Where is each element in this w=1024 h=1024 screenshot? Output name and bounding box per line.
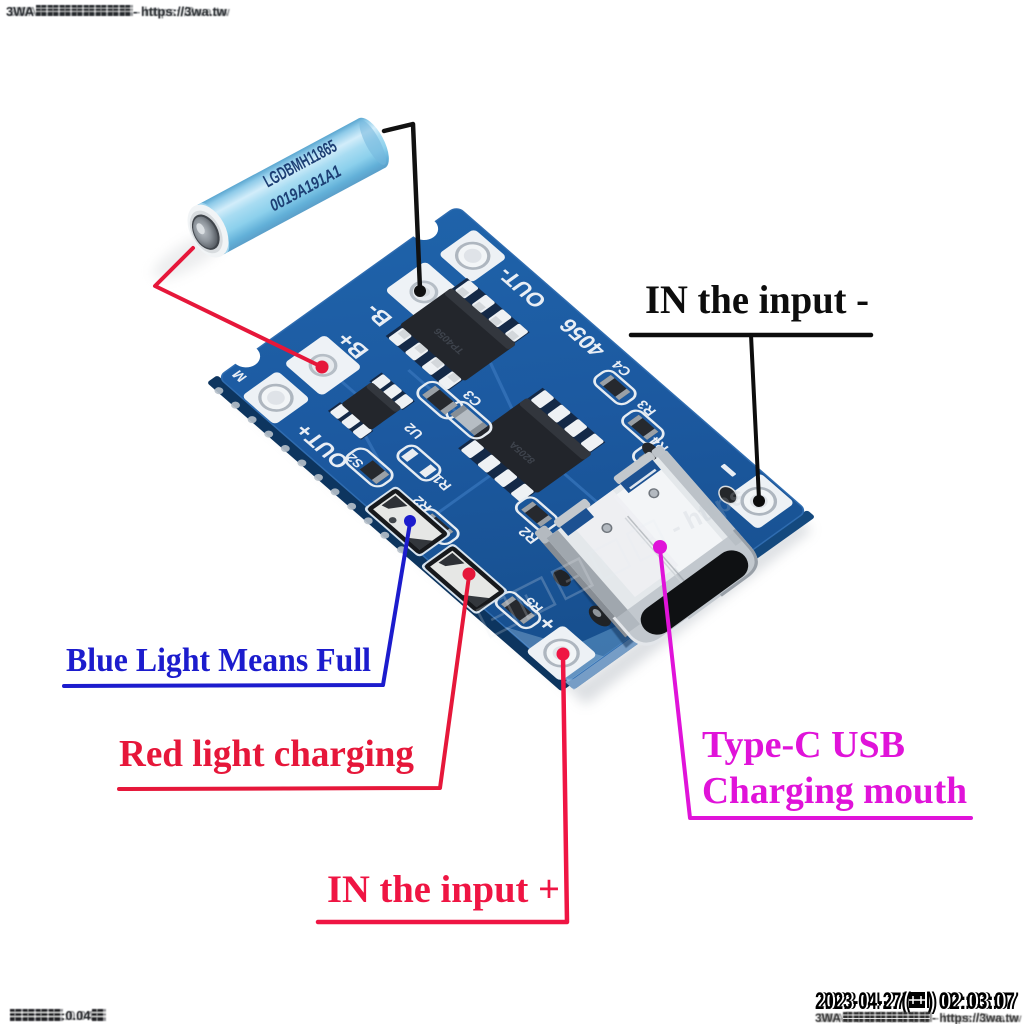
svg-text:Type-C USB: Type-C USB bbox=[702, 724, 905, 766]
svg-text:) 02:03:07: ) 02:03:07 bbox=[931, 988, 1019, 1015]
svg-text:Red light charging: Red light charging bbox=[119, 733, 414, 775]
svg-text:2023-04-27(: 2023-04-27( bbox=[819, 988, 911, 1015]
svg-text:- https://3wa.tw: - https://3wa.tw bbox=[133, 4, 228, 19]
svg-text:- https://3wa.tw: - https://3wa.tw bbox=[935, 1011, 1022, 1024]
svg-text::0.04: :0.04 bbox=[61, 1008, 91, 1023]
svg-text:3WA: 3WA bbox=[9, 4, 38, 19]
svg-text:Blue Light Means Full: Blue Light Means Full bbox=[66, 642, 371, 679]
svg-text:Charging mouth: Charging mouth bbox=[702, 770, 967, 812]
svg-text:- https://3wa.tw: - https://3wa.tw bbox=[932, 1011, 1019, 1024]
svg-text:3WA: 3WA bbox=[6, 4, 35, 19]
svg-text:2023-04-27(: 2023-04-27( bbox=[817, 988, 909, 1015]
svg-text:3WA: 3WA bbox=[818, 1011, 844, 1024]
svg-text:) 02:03:07: ) 02:03:07 bbox=[929, 988, 1017, 1015]
svg-text:- https://3wa.tw: - https://3wa.tw bbox=[136, 4, 231, 19]
svg-text:3WA: 3WA bbox=[815, 1011, 841, 1024]
svg-text:) 02:03:07: ) 02:03:07 bbox=[927, 988, 1015, 1015]
svg-text:IN the input +: IN the input + bbox=[327, 867, 560, 911]
svg-text:2023-04-27(: 2023-04-27( bbox=[815, 988, 907, 1015]
svg-text:IN the input -: IN the input - bbox=[645, 277, 869, 322]
svg-text::0.04: :0.04 bbox=[64, 1008, 94, 1023]
